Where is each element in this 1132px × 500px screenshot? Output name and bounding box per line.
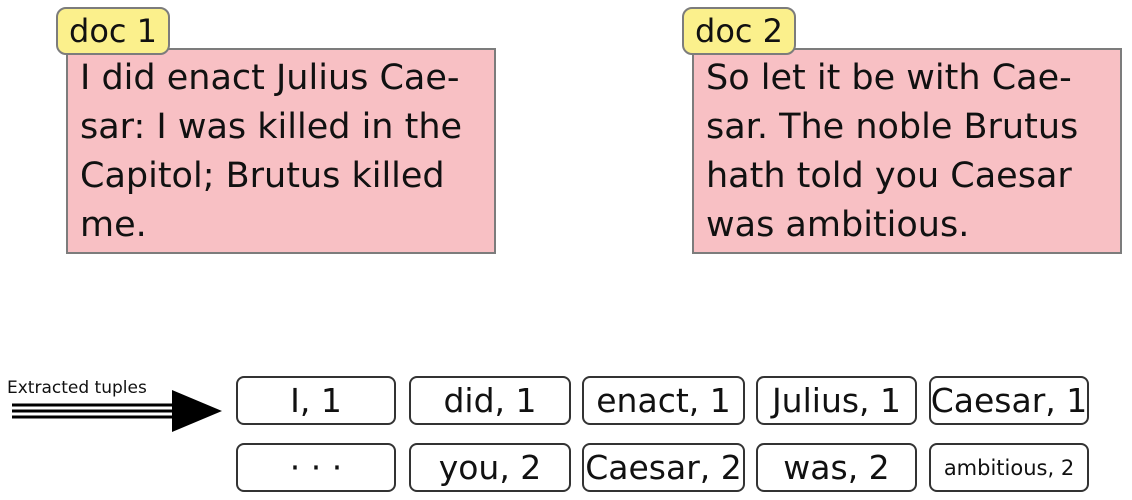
tuple-box: was, 2 — [756, 443, 917, 492]
tuple-box: enact, 1 — [582, 376, 745, 425]
tuple-box: Julius, 1 — [756, 376, 917, 425]
tuple-box: you, 2 — [409, 443, 571, 492]
doc-2-text-box: So let it be with Cae- sar. The noble Br… — [692, 48, 1122, 254]
double-arrow-icon — [12, 390, 222, 432]
tuple-box: did, 1 — [409, 376, 571, 425]
tuple-box: · · · — [236, 443, 396, 492]
doc-2-line: So let it be with Cae- — [706, 58, 1072, 98]
tuple-box: Caesar, 2 — [582, 443, 745, 492]
tuple-box: ambitious, 2 — [929, 443, 1089, 492]
doc-2-line: was ambitious. — [706, 205, 970, 245]
doc-1-tag: doc 1 — [56, 7, 171, 55]
doc-1-line: Capitol; Brutus killed — [80, 156, 445, 196]
doc-2-line: sar. The noble Brutus — [706, 107, 1079, 147]
tuple-box: Caesar, 1 — [929, 376, 1089, 425]
doc-1-line: I did enact Julius Cae- — [80, 58, 460, 98]
doc-2-line: hath told you Caesar — [706, 156, 1072, 196]
tuple-box: I, 1 — [236, 376, 396, 425]
doc-1-line: sar: I was killed in the — [80, 107, 463, 147]
doc-2-tag: doc 2 — [682, 7, 797, 55]
arrow-label: Extracted tuples — [7, 378, 147, 398]
doc-1-text-box: I did enact Julius Cae- sar: I was kille… — [66, 48, 496, 254]
doc-1-line: me. — [80, 205, 147, 245]
